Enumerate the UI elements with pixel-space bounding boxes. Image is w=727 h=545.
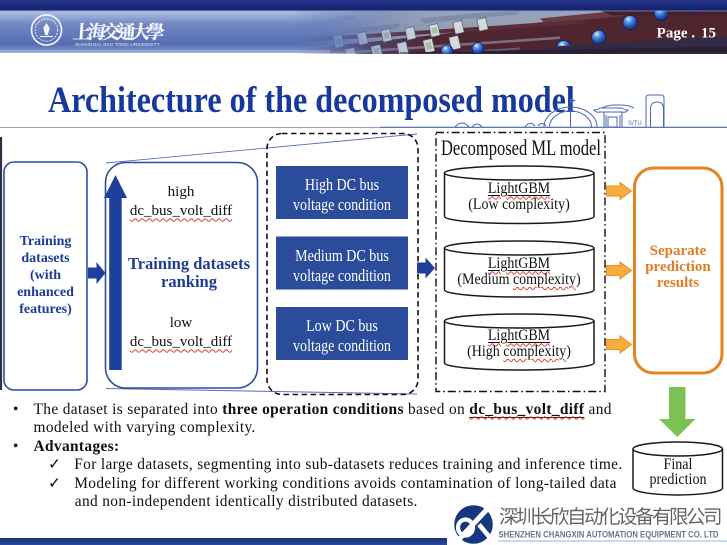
svg-text:SHENZHEN CHANGXIN AUTOMATION E: SHENZHEN CHANGXIN AUTOMATION EQUIPMENT C… (499, 530, 719, 540)
svg-text:SHANGHAI JIAO TONG UNIVERSITY: SHANGHAI JIAO TONG UNIVERSITY (75, 42, 160, 47)
svg-text:Page . 15: Page . 15 (657, 26, 716, 42)
svg-text:S/TU: S/TU (628, 121, 642, 127)
